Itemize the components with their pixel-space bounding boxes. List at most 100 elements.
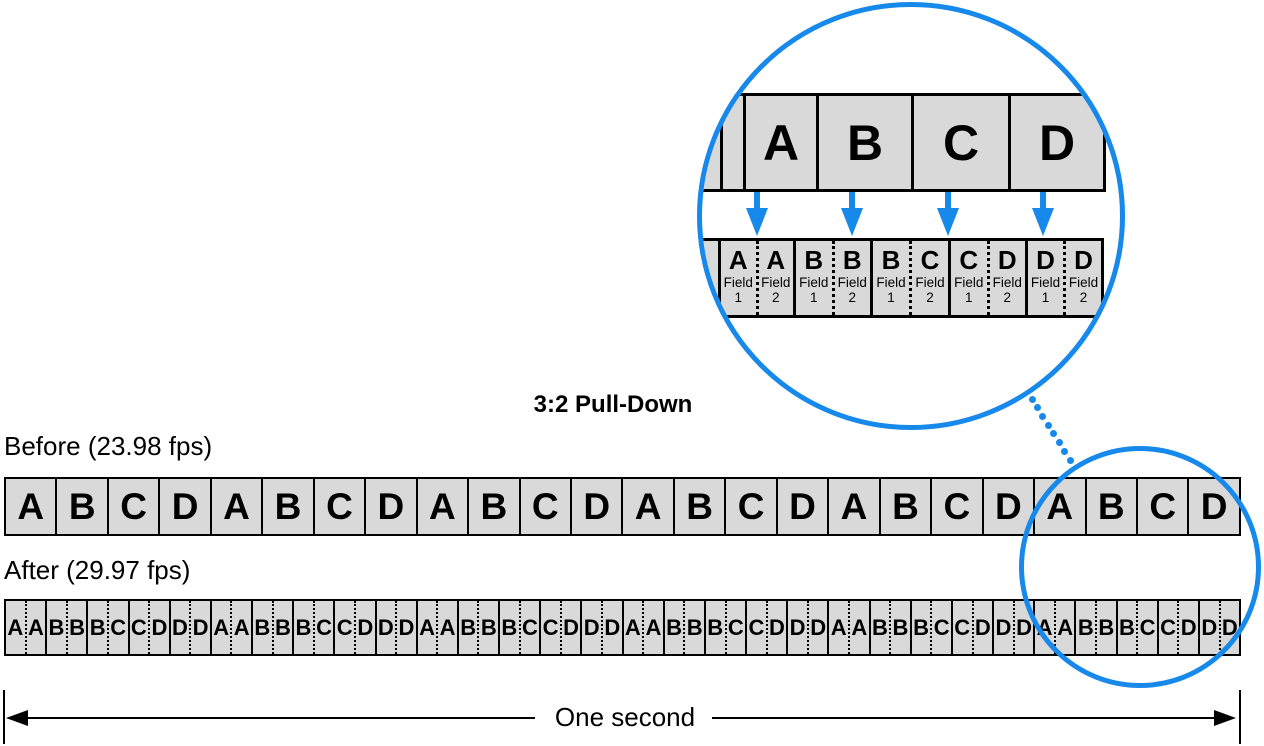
frame-cell: B [819, 96, 914, 189]
after-field-cell: C [106, 601, 128, 654]
after-field-cell: B [501, 614, 518, 640]
after-field-cell: A [24, 601, 46, 654]
after-field-cell: A [436, 601, 457, 654]
field-letter: C [959, 245, 979, 275]
frame-cell: C [914, 96, 1011, 189]
field-number: 1 [809, 290, 818, 305]
before-frame-cell: A [211, 479, 264, 534]
connector-dot [1028, 395, 1036, 403]
after-field-cell: B [48, 614, 65, 640]
arrow-head [746, 208, 768, 236]
after-field-cell: B [683, 601, 704, 654]
after-field-cell: B [889, 601, 910, 654]
before-frame-cell: A [623, 479, 675, 534]
before-frame-cell: C [314, 479, 367, 534]
field-letter: C [920, 245, 940, 275]
after-field-cell: D [377, 614, 394, 640]
field-cell-sliver [702, 241, 721, 315]
arrow-stem [754, 192, 760, 208]
after-field-cell: B [295, 614, 312, 640]
before-frame-cell: C [932, 479, 984, 534]
field-letter: A [766, 245, 786, 275]
after-field-cell: D [1012, 601, 1034, 654]
before-frame-cell: D [160, 479, 212, 534]
left-arrowhead-icon [6, 710, 28, 726]
after-field-cell: B [871, 614, 888, 640]
arrow-head [937, 208, 959, 236]
frame-cell-sliver [702, 96, 723, 189]
field-letter: A [728, 245, 748, 275]
connector-dot [1061, 447, 1069, 455]
after-field-cell: C [724, 601, 746, 654]
after-field-cell: D [172, 614, 188, 640]
field-word: Field [723, 275, 753, 290]
after-field-cell: A [213, 614, 230, 640]
field-word: Field [799, 275, 829, 290]
arrow-stem [1040, 192, 1046, 208]
before-frame-cell: B [674, 479, 727, 534]
after-field-cell: A [7, 614, 24, 640]
after-field-cell: A [642, 601, 663, 654]
field-word: Field [992, 275, 1022, 290]
before-frame-cell: B [880, 479, 933, 534]
field-number: 2 [848, 290, 856, 305]
after-field-cell: B [707, 614, 724, 640]
before-frame-cell: D [777, 479, 830, 534]
after-field-cell: D [559, 601, 581, 654]
before-frame-cell: C [520, 479, 572, 534]
after-field-cell: D [789, 614, 806, 640]
before-frame-cell: A [6, 479, 58, 534]
after-field-cell: C [542, 614, 559, 640]
field-letter: D [997, 245, 1017, 275]
frame-cell: D [1011, 96, 1103, 189]
after-field-cell: D [995, 614, 1012, 640]
field-letter: B [881, 245, 901, 275]
after-field-cell: D [583, 614, 600, 640]
after-field-cell: C [930, 601, 951, 654]
connector-dot [1039, 412, 1047, 420]
down-arrow-icon [746, 192, 768, 236]
after-field-cell: C [954, 614, 971, 640]
after-field-cell: C [336, 614, 353, 640]
right-end-tick [1239, 690, 1241, 744]
field-word: Field [876, 275, 906, 290]
after-field-cell: C [748, 614, 765, 640]
field-word: Field [837, 275, 867, 290]
field-number: 1 [887, 290, 895, 305]
after-field-cell: B [666, 614, 682, 640]
arrow-head [841, 208, 863, 236]
after-field-cell: A [419, 614, 435, 640]
before-frame-cell: A [829, 479, 881, 534]
highlight-circle [1019, 446, 1261, 688]
before-label: Before (23.98 fps) [4, 431, 213, 461]
after-field-cell: D [189, 601, 210, 654]
before-frame-cell: D [366, 479, 418, 534]
